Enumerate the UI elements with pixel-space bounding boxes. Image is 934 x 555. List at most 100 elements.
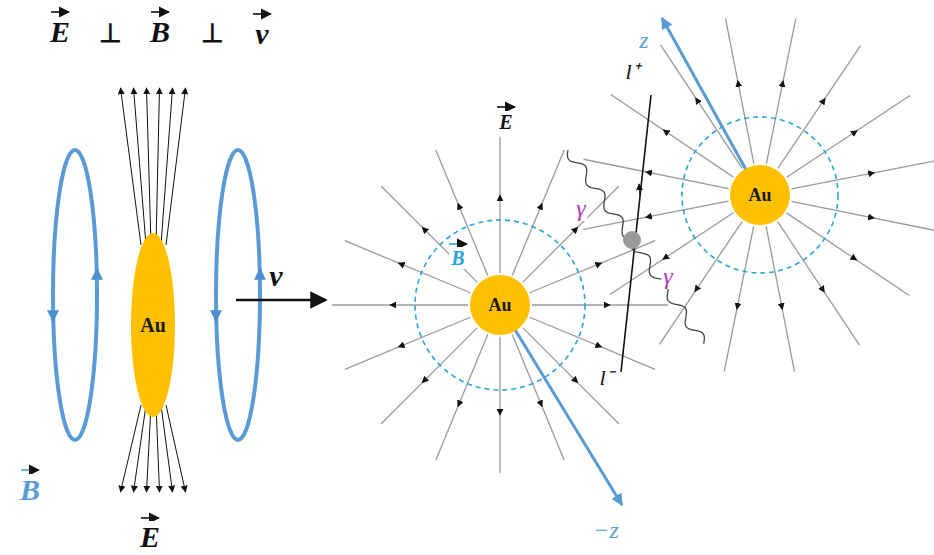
field-arrow [822,289,824,292]
field-arrow [458,403,460,407]
magnetic-loop [53,150,97,440]
field-line [381,186,477,282]
relation-label: B [148,16,172,48]
field-line [766,226,794,371]
field-line [791,201,934,230]
relation-label: ⊥ [199,20,226,48]
lepton-arrow [639,184,640,195]
loop-arrow [96,269,99,275]
field-arrow [781,306,783,310]
lepton-line [621,95,651,372]
nucleus-circle: Au [730,165,790,225]
field-line [499,337,500,473]
z-axis [500,305,622,505]
vector-arrow [497,106,515,108]
nucleus-label: Au [748,185,771,206]
field-arrow [422,380,425,383]
field-arrow [737,81,739,85]
field-line [499,137,500,273]
loop-arrow [215,315,218,321]
field-arrow [398,263,402,265]
field-arrow [390,305,394,306]
field-arrow [646,216,650,218]
e-field-line [147,88,152,245]
field-arrow [575,227,578,230]
e-field-line [121,88,142,245]
field-arrow [663,130,666,132]
field-line [787,96,910,178]
vector-arrow [253,13,271,15]
field-arrow [500,411,501,415]
photon [631,240,704,344]
magnetic-circle [415,220,585,390]
field-line [610,213,733,295]
field-arrow [736,305,738,309]
field-arrow [598,346,602,348]
field-arrow [500,195,501,199]
field-line [436,335,488,461]
field-line [778,222,860,345]
field-arrow [823,98,825,101]
nucleus-ellipse: Au [131,233,175,417]
e-field-line [156,405,160,492]
relation-label: E [48,16,72,48]
vector-arrow [151,11,169,13]
field-arrow [422,227,425,230]
field-line [332,304,468,305]
vector-arrow [141,517,159,519]
physics-label: l⁺ [623,60,640,84]
field-line [345,317,471,369]
physics-label: γ [661,263,674,289]
field-arrow [870,217,874,219]
field-line [530,241,656,293]
e-field-line [166,405,186,492]
field-line [345,241,471,293]
e-field-line [134,88,147,245]
field-line [766,19,795,164]
field-line [436,150,488,276]
vector-arrow [449,243,467,245]
physics-label: B [449,247,466,269]
field-line [724,226,753,371]
field-arrow [575,380,578,383]
e-field-line [161,88,173,245]
field-line [532,304,668,305]
field-arrow [541,203,543,207]
field-arrow [695,288,697,291]
magnetic-loop [216,150,260,440]
vertex [623,231,641,249]
field-arrow [782,81,784,85]
field-line [381,328,477,424]
field-arrow [853,258,856,260]
field-line [791,161,934,189]
e-field-line [156,88,160,245]
field-line [659,222,742,345]
physics-label: B [18,474,42,506]
physics-label: E [497,111,514,133]
field-arrow [598,263,602,265]
vector-arrow [51,11,69,13]
nucleus-label: Au [140,314,166,337]
field-arrow [646,171,650,173]
loop-arrow [52,315,55,321]
physics-label: z [637,27,650,53]
loop-arrow [259,269,262,275]
physics-label: −z [591,517,621,543]
physics-label: l⁻ [597,366,614,390]
field-line [530,317,656,369]
field-arrow [398,346,402,348]
field-line [583,201,728,229]
field-arrow [606,305,610,306]
field-arrow [871,172,875,174]
field-arrow [696,98,698,101]
field-line [661,45,743,168]
vector-arrow [21,469,39,471]
field-line [584,159,729,188]
e-field-line [121,405,142,492]
e-field-line [147,405,152,492]
field-line [512,150,564,276]
e-field-line [161,405,173,492]
relation-label: v [253,18,270,50]
nucleus-circle: Au [470,275,530,335]
